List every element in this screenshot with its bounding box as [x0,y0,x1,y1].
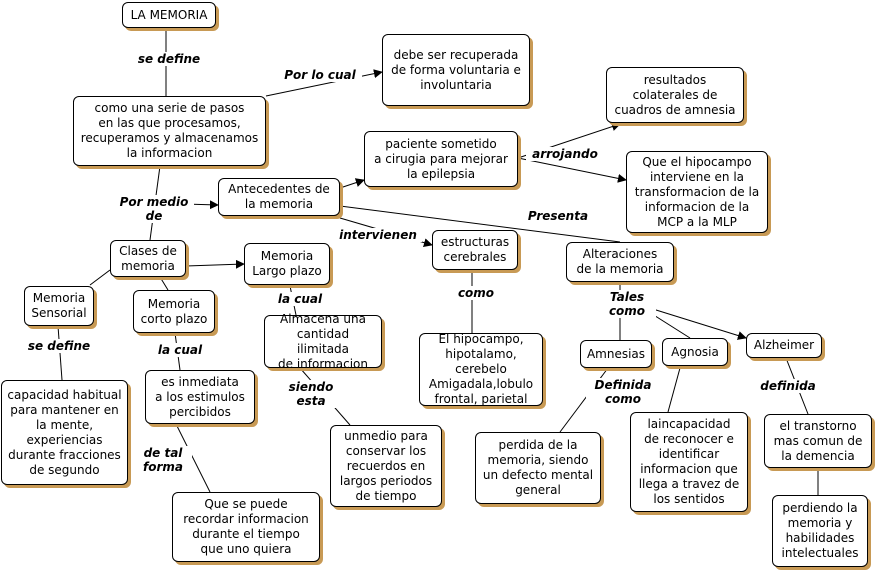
node-perdiendo[interactable]: perdiendo la memoria y habilidades intel… [772,495,868,567]
connector [517,157,627,183]
link-label-tales-como: Tales como [598,290,656,318]
node-la-memoria[interactable]: LA MEMORIA [122,2,216,28]
node-largo-plazo[interactable]: Memoria Largo plazo [244,243,330,285]
node-estructuras[interactable]: estructuras cerebrales [432,230,518,270]
connector [175,423,211,493]
node-resultados[interactable]: resultados colaterales de cuadros de amn… [606,67,744,123]
node-alteraciones[interactable]: Alteraciones de la memoria [566,242,674,282]
link-label-se-define: se define [132,52,206,66]
link-label-la-cual-2: la cual [152,343,208,357]
node-perdida[interactable]: perdida de la memoria, siendo un defecto… [475,432,601,504]
node-alzheimer[interactable]: Alzheimer [746,333,822,358]
node-agnosia[interactable]: Agnosia [662,338,728,366]
link-label-definida: definida [754,379,822,393]
node-capacidad[interactable]: capacidad habitual para mantener en la m… [1,380,128,485]
link-label-de-tal-forma: de tal forma [134,446,192,474]
connector [57,325,63,381]
link-label-se-define-2: se define [22,339,96,353]
node-medio[interactable]: unmedio para conservar los recuerdos en … [330,425,442,507]
node-recuperada[interactable]: debe ser recuperada de forma voluntaria … [382,34,530,106]
node-transtorno[interactable]: el transtorno mas comun de la demencia [764,414,872,468]
node-definicion[interactable]: como una serie de pasos en las que proce… [73,96,266,166]
link-label-por-lo-cual: Por lo cual [278,68,362,82]
connector [339,178,365,189]
link-label-arrojando: arrojando [526,147,604,161]
node-almacena[interactable]: Almacena una cantidad ilimitada de infor… [264,312,382,371]
connector [339,205,621,243]
link-label-intervienen: intervienen [334,228,422,242]
link-label-por-medio: Por medio de [114,195,194,223]
node-sensorial[interactable]: Memoria Sensorial [24,286,94,326]
link-label-definida-como: Definida como [586,378,660,406]
connector [667,367,681,413]
connector [89,269,111,286]
node-corto-plazo[interactable]: Memoria corto plazo [133,290,215,333]
link-label-la-cual: la cual [272,292,328,306]
node-incapacidad[interactable]: laincapacidad de reconocer e identificar… [630,412,748,512]
node-hipocampo-lista[interactable]: El hipocampo, hipotalamo, cerebelo Amiga… [419,332,543,406]
connector [265,69,383,97]
node-inmediata[interactable]: es inmediata a los estimulos percibidos [145,370,255,424]
link-label-siendo-esta: siendo esta [282,380,340,408]
node-hipocampo-mcp[interactable]: Que el hipocampo interviene en la transf… [626,151,768,233]
node-clases[interactable]: Clases de memoria [110,240,186,277]
node-antecedentes[interactable]: Antecedentes de la memoria [218,178,340,216]
connector [185,259,245,269]
connector [159,276,169,291]
connector [639,304,747,340]
node-recordar[interactable]: Que se puede recordar informacion durant… [172,492,320,562]
node-paciente[interactable]: paciente sometido a cirugia para mejorar… [364,131,518,187]
node-amnesias[interactable]: Amnesias [580,340,652,368]
link-label-presenta: Presenta [524,209,592,223]
link-label-como: como [452,286,500,300]
